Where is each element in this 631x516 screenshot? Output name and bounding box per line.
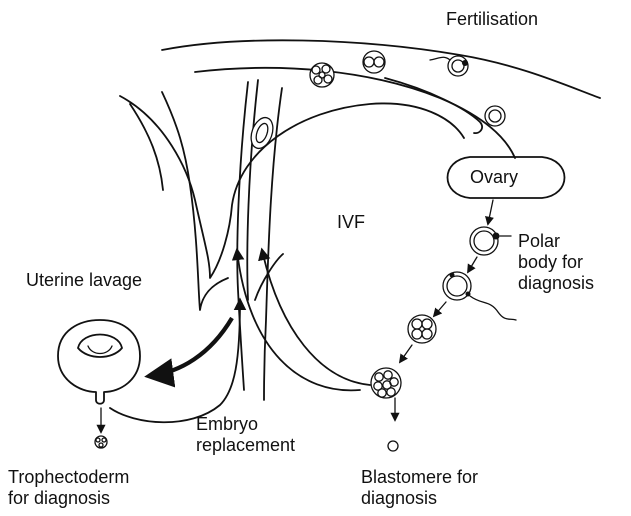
tube-embryo-cells (247, 51, 505, 151)
blastomere-cell (388, 441, 398, 451)
embryo-replacement-label: Embryo replacement (196, 414, 295, 456)
polar-body-line-2: body for (518, 252, 594, 273)
embryo-replacement-line-1: Embryo (196, 414, 295, 435)
embryo-replacement-line-2: replacement (196, 435, 295, 456)
blastomere-line-1: Blastomere for (361, 467, 478, 488)
arrow-egg-to-zygote (468, 257, 477, 272)
arrow-ovary-to-egg (488, 200, 493, 224)
fertilisation-label: Fertilisation (446, 9, 538, 30)
trophectoderm-label: Trophectoderm for diagnosis (8, 467, 129, 509)
uterine-lavage-label: Uterine lavage (26, 270, 142, 291)
blastomere-line-2: diagnosis (361, 488, 478, 509)
blastocyst (58, 320, 140, 404)
fertilised-egg (443, 272, 516, 320)
polar-body-line-1: Polar (518, 231, 594, 252)
polar-body-line-3: diagnosis (518, 273, 594, 294)
arrow-zygote-to-cleavage (434, 302, 446, 316)
trophectoderm-line-2: for diagnosis (8, 488, 129, 509)
four-cell-embryo (408, 315, 436, 343)
trophectoderm-line-1: Trophectoderm (8, 467, 129, 488)
blastomere-label: Blastomere for diagnosis (361, 467, 478, 509)
polar-body-label: Polar body for diagnosis (518, 231, 594, 294)
arrow-to-8-cell (400, 345, 412, 362)
egg-with-polar-body (470, 227, 511, 255)
trophectoderm-cells (95, 436, 107, 448)
eight-cell-embryo (371, 368, 401, 398)
ovary-label: Ovary (470, 167, 518, 188)
embryo-replacement-arrows (110, 250, 370, 422)
ivf-label: IVF (337, 212, 365, 233)
uterine-lavage-arrow (150, 318, 232, 376)
